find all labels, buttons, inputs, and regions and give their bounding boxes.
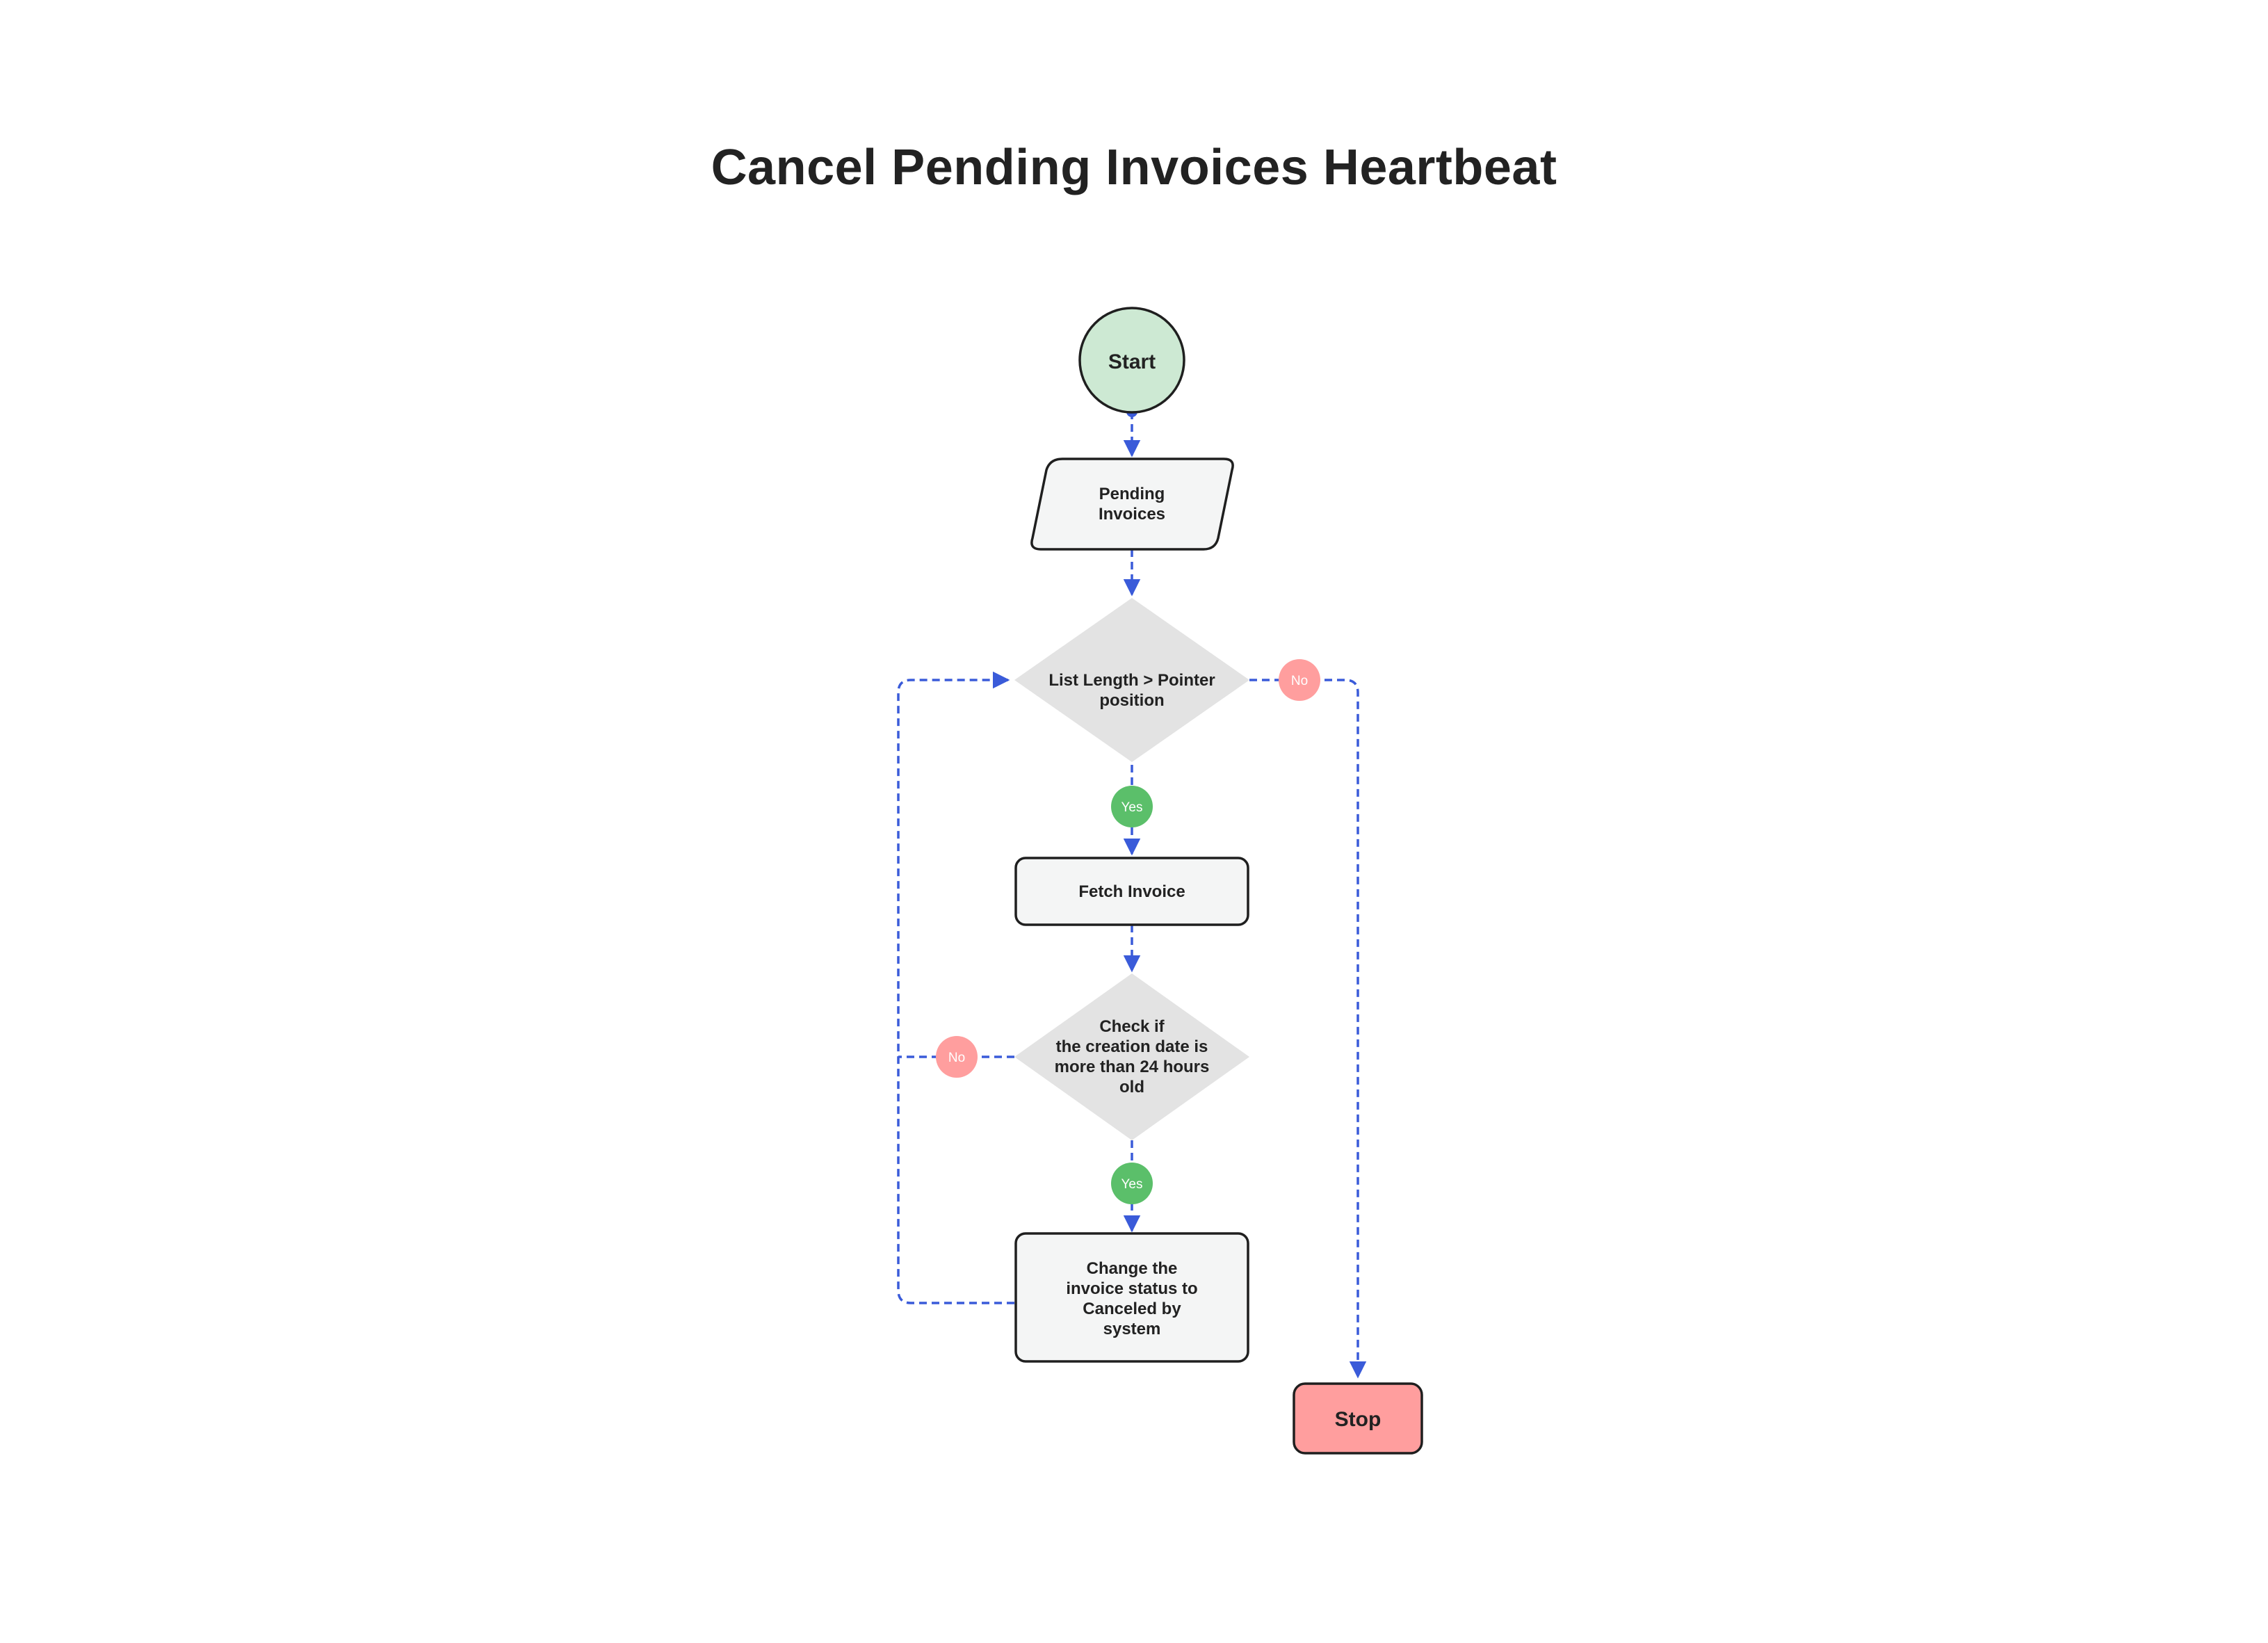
start-node[interactable]: Start [1078, 307, 1185, 414]
decision-creation-date[interactable]: Check if the creation date is more than … [1014, 973, 1249, 1140]
change-status-label-line4: system [1103, 1320, 1161, 1338]
pending-invoices-node[interactable]: Pending Invoices [1030, 458, 1234, 551]
decision1-label-line2: position [1099, 691, 1164, 710]
stop-node[interactable]: Stop [1293, 1382, 1423, 1455]
badge-decision2-yes-label: Yes [1121, 1177, 1143, 1192]
change-status-node[interactable]: Change the invoice status to Canceled by… [1014, 1232, 1249, 1363]
badge-decision1-no-label: No [1291, 674, 1308, 688]
change-status-label-line1: Change the [1087, 1259, 1178, 1278]
stop-label: Stop [1335, 1408, 1382, 1431]
change-status-label-line3: Canceled by [1083, 1300, 1181, 1318]
pending-invoices-label-line2: Invoices [1099, 505, 1165, 524]
badge-decision2-no-label: No [948, 1051, 965, 1065]
fetch-invoice-node[interactable]: Fetch Invoice [1014, 857, 1249, 926]
decision2-label-line1: Check if [1099, 1017, 1165, 1036]
edge-decision1-no-to-stop [1249, 679, 1367, 1379]
badge-decision2-yes: Yes [1111, 1163, 1153, 1204]
pending-invoices-label-line1: Pending [1099, 485, 1165, 503]
badge-decision2-no: No [936, 1036, 978, 1078]
fetch-invoice-label: Fetch Invoice [1078, 882, 1185, 901]
badge-decision1-yes: Yes [1111, 786, 1153, 827]
decision2-label-line3: more than 24 hours [1055, 1058, 1210, 1076]
decision2-label-line4: old [1119, 1078, 1144, 1096]
diagram-title: Cancel Pending Invoices Heartbeat [711, 140, 1557, 195]
decision1-label-line1: List Length > Pointer [1048, 671, 1215, 690]
decision-list-length[interactable]: List Length > Pointer position [1014, 598, 1249, 762]
edge-change-loop-back [897, 671, 1014, 1304]
badge-decision1-no: No [1279, 659, 1320, 701]
change-status-label-line2: invoice status to [1066, 1279, 1197, 1298]
badge-decision1-yes-label: Yes [1121, 800, 1143, 815]
start-label: Start [1108, 350, 1156, 373]
decision2-label-line2: the creation date is [1056, 1037, 1208, 1056]
